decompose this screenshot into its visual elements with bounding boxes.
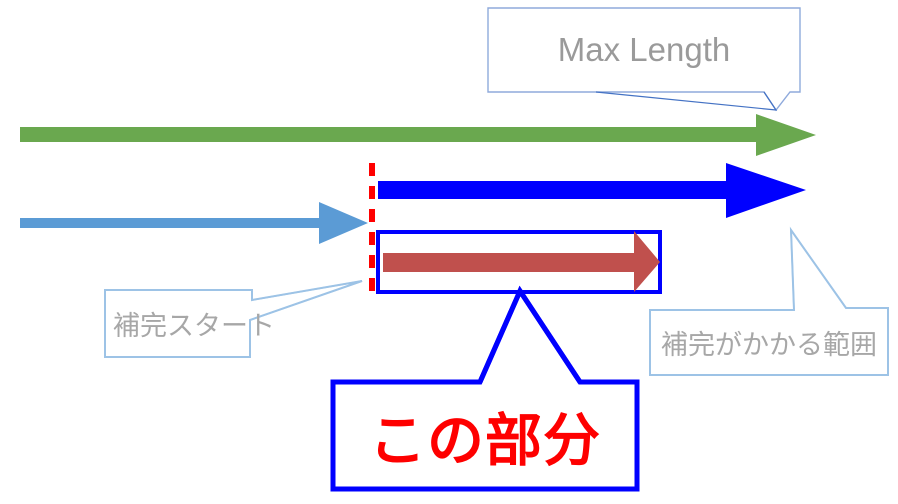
completion-target-arrow (378, 163, 806, 218)
hokan-range-callout-shape (649, 226, 889, 376)
this-part-arrow (383, 231, 660, 292)
hokan-start-callout-shape (104, 280, 363, 358)
prefix-arrow (20, 202, 368, 244)
max-length-callout-shape (487, 7, 801, 112)
kono-bubun-callout-shape (330, 285, 640, 492)
max-length-arrow (20, 114, 816, 156)
